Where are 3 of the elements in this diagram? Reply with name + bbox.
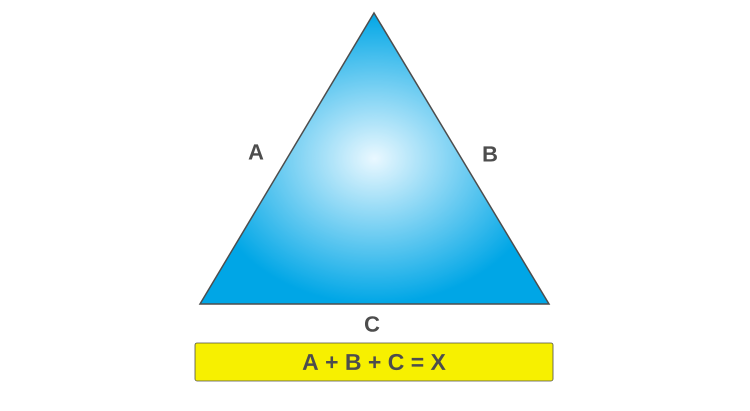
equation-box: A + B + C = X — [194, 342, 554, 382]
side-label: B — [484, 146, 497, 162]
side-label: A — [248, 144, 264, 160]
